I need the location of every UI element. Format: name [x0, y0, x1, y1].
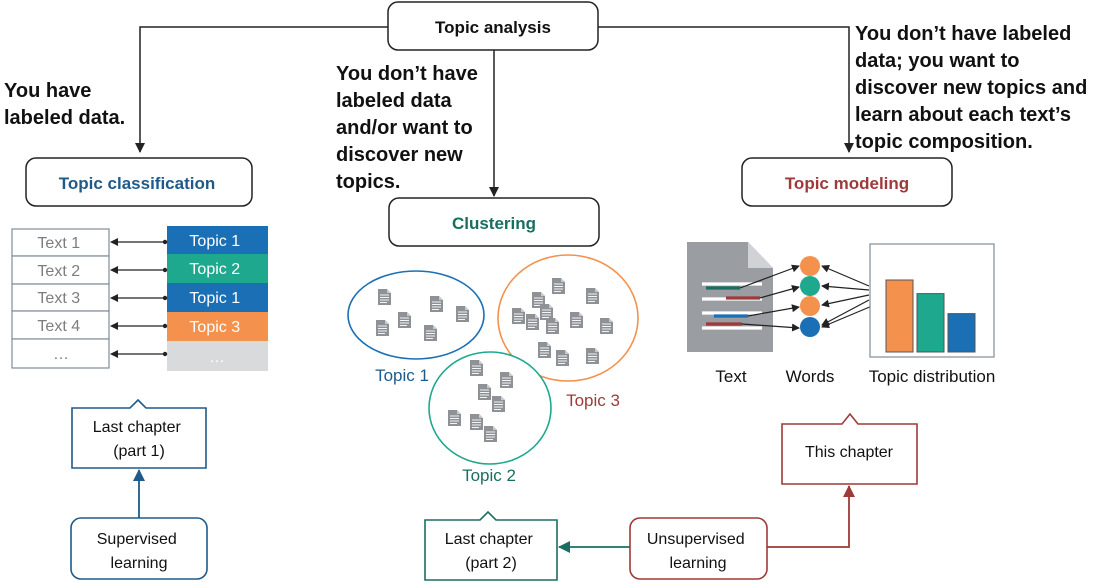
svg-text:Last chapter (part 1): Last chapter (part 1): [93, 419, 186, 460]
last-chapter-2-callout: Last chapter (part 2): [424, 510, 558, 581]
supervised-learning-node: Supervised learning: [70, 517, 208, 580]
distribution-bar: [916, 293, 945, 353]
this-chapter-callout: This chapter: [781, 412, 918, 485]
topic-analysis-label: Topic analysis: [435, 18, 551, 37]
topic-column: [167, 226, 268, 371]
cluster-label-1: Topic 1: [375, 366, 429, 385]
topic-distribution-label: Topic distribution: [869, 367, 996, 386]
cluster-diagram: Topic 1 Topic 2 Topic 3: [347, 254, 639, 485]
unsupervised-to-modeling-arrow: [767, 485, 855, 548]
word-node: [800, 317, 820, 337]
word-nodes: [800, 256, 820, 337]
topic-cell: Topic 1: [189, 233, 240, 250]
classification-table: Text 1 Text 2 Text 3 Text 4 … Topic 1 To…: [11, 226, 268, 371]
text-cell: …: [53, 346, 69, 363]
last-chapter-1-callout: Last chapter (part 1): [71, 398, 207, 469]
distribution-bar: [885, 279, 914, 353]
svg-text:Topic 1 Topic 2 To: Topic 1 Topic 2 Topic 1 Topic 3 …: [189, 233, 244, 366]
clustering-node: Clustering: [388, 197, 600, 247]
topic-modeling-figure: Text Words Topic distribution: [687, 242, 995, 386]
word-edges: [739, 264, 873, 332]
cluster-ellipse-3: [497, 254, 639, 382]
svg-text:Last chapter (part 2): Last chapter (part 2): [445, 531, 538, 572]
topic-modeling-node: Topic modeling: [741, 157, 953, 207]
topic-classification-label: Topic classification: [59, 174, 216, 193]
unsupervised-learning-node: Unsupervised learning: [629, 517, 768, 580]
words-label: Words: [786, 367, 835, 386]
text-cell: Text 3: [37, 290, 80, 307]
assignment-arrows: [110, 238, 167, 358]
text-column: [11, 228, 110, 369]
cluster-label-3: Topic 3: [566, 391, 620, 410]
text-cell: Text 4: [37, 318, 80, 335]
text-cell: Text 2: [37, 263, 80, 280]
root-connectors: [135, 26, 854, 197]
topic-classification-node: Topic classification: [25, 157, 253, 207]
svg-text:Unsupervised learning: Unsupervised learning: [647, 531, 749, 572]
condition-right: You don’t have labeled data; you want to…: [855, 23, 1093, 153]
cluster-ellipse-2: [428, 351, 552, 465]
topic-cell: Topic 3: [189, 319, 240, 336]
text-label: Text: [715, 367, 746, 386]
word-node: [800, 296, 820, 316]
document-icon: [687, 242, 773, 352]
topic-cell: …: [209, 349, 225, 366]
topic-cell: Topic 2: [189, 261, 240, 278]
word-node: [800, 256, 820, 276]
topic-analysis-node: Topic analysis: [387, 1, 599, 51]
clustering-label: Clustering: [452, 214, 536, 233]
svg-text:Supervised learning: Supervised learning: [97, 531, 182, 572]
text-cell: Text 1: [37, 235, 80, 252]
topic-distribution-chart: [869, 243, 995, 358]
word-node: [800, 276, 820, 296]
arrow-tails: [162, 239, 168, 357]
distribution-bar: [947, 313, 976, 353]
condition-left: You have labeled data.: [4, 80, 125, 129]
topic-modeling-label: Topic modeling: [785, 174, 909, 193]
topic-cell: Topic 1: [189, 290, 240, 307]
svg-text:This chapter: This chapter: [805, 444, 894, 461]
condition-middle: You don’t have labeled data and/or want …: [336, 63, 483, 193]
cluster-label-2: Topic 2: [462, 466, 516, 485]
svg-text:Text 1 Text 2 Text: Text 1 Text 2 Text 3 Text 4 …: [37, 235, 84, 363]
